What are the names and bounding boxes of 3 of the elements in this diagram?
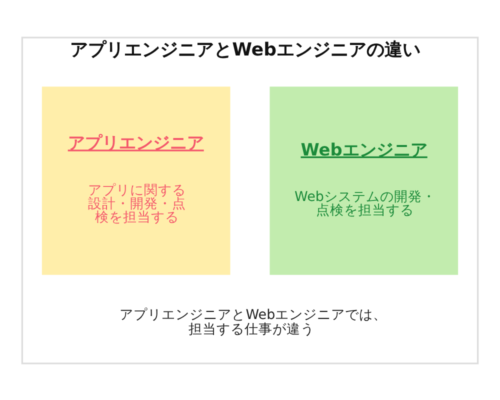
node-box: アプリエンジニア アプリに関する設計・開発・点検を担当する <box>42 86 230 274</box>
label: アプリエンジニアとWebエンジニアでは、担当する仕事が違う <box>120 306 388 338</box>
node-box: Webエンジニア Webシステムの開発・点検を担当する <box>270 86 458 274</box>
